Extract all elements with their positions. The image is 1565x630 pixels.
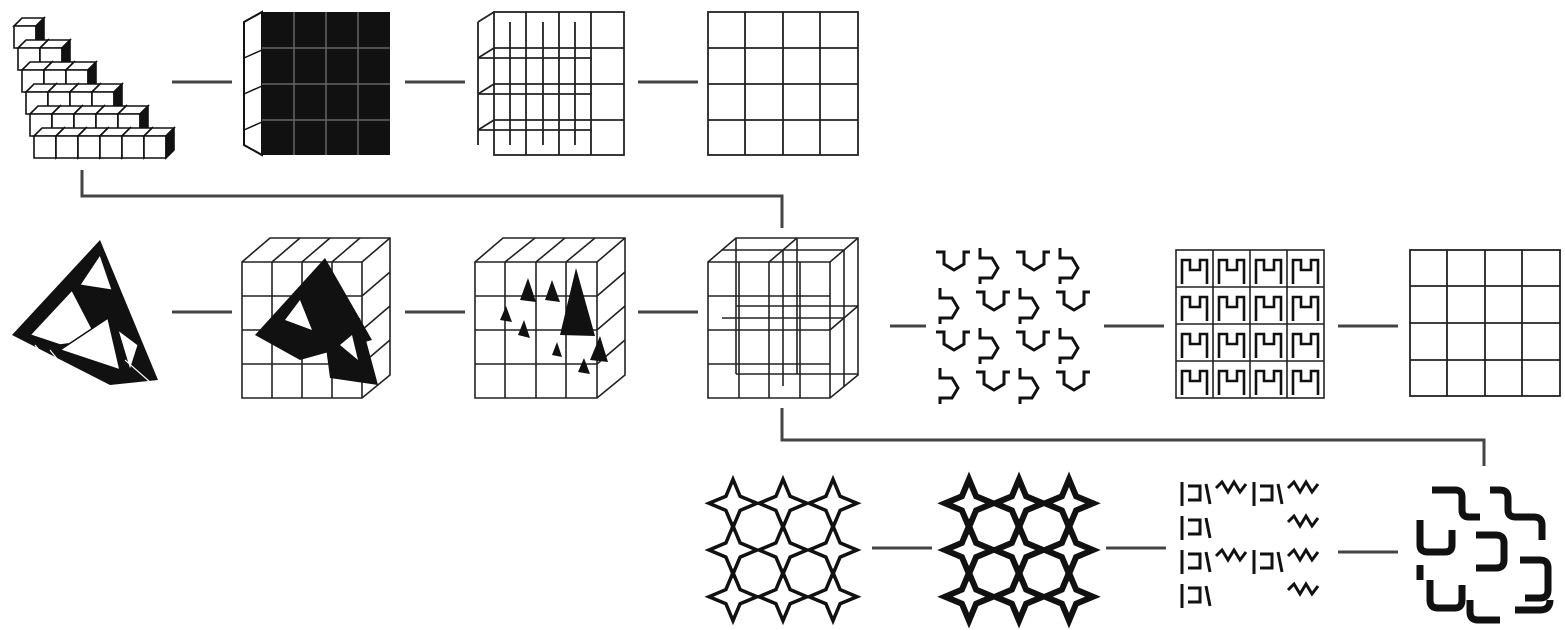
dragon-fragment: [1286, 547, 1320, 563]
sierpinski-tetrahedron-figure: [12, 240, 158, 385]
star-cell: [754, 521, 812, 579]
notched-tile: [938, 288, 960, 324]
cube-with-tetra-fill-figure: [241, 237, 391, 399]
notched-tile: [1056, 370, 1090, 392]
dragon-fragment: [1180, 482, 1212, 506]
notched-tile: [978, 248, 1000, 284]
framed-notch: [1180, 258, 1209, 284]
notched-tile: [936, 250, 970, 272]
dragon-fragment: [1180, 516, 1212, 540]
dragon-fragment: [1252, 550, 1284, 574]
framed-notch: [1254, 332, 1283, 358]
star-cell: [987, 471, 1051, 536]
notched-tile-pattern-figure: [936, 248, 1090, 404]
notched-tile: [1016, 250, 1050, 272]
wire-cube-2x2x2-figure: [707, 237, 859, 399]
dragon-fragment-grid-figure: [1180, 479, 1320, 608]
framed-notched-grid-figure: [1175, 249, 1325, 399]
solid-cube-figure: [243, 10, 390, 157]
dragon-fragment: [1286, 513, 1320, 529]
notched-tile: [976, 370, 1010, 392]
star-cell: [804, 568, 862, 626]
dragon-fragment: [1286, 581, 1320, 597]
star-cell: [987, 564, 1051, 629]
dragon-fragment: [1180, 584, 1212, 608]
notched-tile: [1016, 330, 1050, 352]
framed-notch: [1291, 258, 1320, 284]
star-cell: [937, 471, 1001, 536]
star-cell: [1037, 471, 1101, 536]
connectors: [80, 80, 1486, 554]
star-cell: [754, 568, 812, 626]
framed-notch: [1217, 258, 1246, 284]
dragon-fragment: [1286, 479, 1320, 495]
notched-tile: [1058, 328, 1080, 364]
star-lattice-figure: [704, 474, 862, 626]
branch-row2-to-row3: [780, 408, 1486, 466]
framed-notch: [1291, 332, 1320, 358]
framed-notch: [1291, 295, 1320, 321]
star-cell: [704, 474, 762, 532]
flat-grid-figure-right: [1409, 249, 1561, 397]
dragon-fragment: [1180, 550, 1212, 574]
notched-tile: [1058, 248, 1080, 284]
framed-notch: [1217, 295, 1246, 321]
voxel-cube: [142, 126, 176, 160]
star-cell: [937, 518, 1001, 582]
notched-tile: [1018, 288, 1040, 324]
star-cell: [704, 521, 762, 579]
star-cell: [804, 474, 862, 532]
framed-notch: [1180, 332, 1209, 358]
cube-with-sparse-tetra-figure: [474, 237, 626, 399]
framed-notch: [1217, 369, 1246, 395]
branch-row1-to-row2: [80, 170, 784, 228]
star-cell: [704, 568, 762, 626]
framed-notch: [1291, 369, 1320, 395]
star-cell: [1037, 564, 1101, 629]
bold-star-lattice-figure: [937, 471, 1101, 629]
notched-tile: [936, 330, 970, 352]
framed-notch: [1254, 258, 1283, 284]
dragon-fragment: [1252, 482, 1284, 506]
framed-notch: [1254, 295, 1283, 321]
star-cell: [754, 474, 812, 532]
notched-tile: [978, 328, 1000, 364]
star-cell: [937, 564, 1001, 629]
framed-notch: [1254, 369, 1283, 395]
notched-tile: [1018, 368, 1040, 404]
wire-grid-prism-figure: [477, 11, 625, 156]
framed-notch: [1180, 295, 1209, 321]
star-cell: [804, 521, 862, 579]
dragon-curve-tiles-figure: [1416, 486, 1554, 624]
star-cell: [1037, 518, 1101, 582]
notched-tile: [976, 290, 1010, 312]
dragon-fragment: [1214, 547, 1248, 563]
framed-notch: [1180, 369, 1209, 395]
flat-grid-figure-top: [707, 11, 859, 156]
dragon-fragment: [1214, 479, 1248, 495]
framed-notch: [1217, 332, 1246, 358]
star-cell: [987, 518, 1051, 582]
notched-tile: [938, 368, 960, 404]
notched-tile: [1056, 290, 1090, 312]
voxel-staircase-figure: [12, 16, 176, 160]
